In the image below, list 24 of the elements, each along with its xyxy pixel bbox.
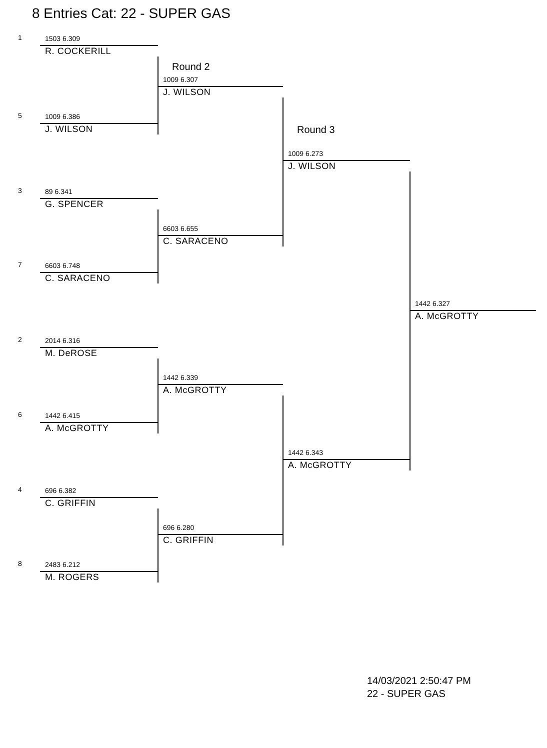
round-heading: Round 3 xyxy=(297,125,335,136)
bracket-connector xyxy=(282,97,284,172)
round-heading: Round 2 xyxy=(172,62,210,73)
racer-name: G. SPENCER xyxy=(45,199,104,209)
category-footer: 22 - SUPER GAS xyxy=(367,689,446,700)
racer-name: C. GRIFFIN xyxy=(163,535,214,545)
racer-name: A. McGROTTY xyxy=(288,460,352,470)
racer-name: A. McGROTTY xyxy=(45,423,109,433)
racer-name: J. WILSON xyxy=(163,87,211,97)
diagram-title: 8 Entries Cat: 22 - SUPER GAS xyxy=(32,5,230,21)
timestamp: 14/03/2021 2:50:47 PM xyxy=(367,676,471,687)
bracket-connector xyxy=(282,470,284,546)
racer-name: J. WILSON xyxy=(288,161,336,171)
racer-name: A. McGROTTY xyxy=(163,385,227,395)
racer-name: C. SARACENO xyxy=(45,273,110,283)
bracket-connector xyxy=(282,395,284,471)
racer-name: M. DeROSE xyxy=(45,348,98,358)
racer-name: J. WILSON xyxy=(45,124,93,134)
bracket-connector xyxy=(282,171,284,247)
racer-name: R. COCKERILL xyxy=(45,46,112,56)
racer-name: C. SARACENO xyxy=(163,236,228,246)
racer-name: A. McGROTTY xyxy=(415,311,479,321)
racer-name: M. ROGERS xyxy=(45,572,100,582)
racer-name: C. GRIFFIN xyxy=(45,498,96,508)
